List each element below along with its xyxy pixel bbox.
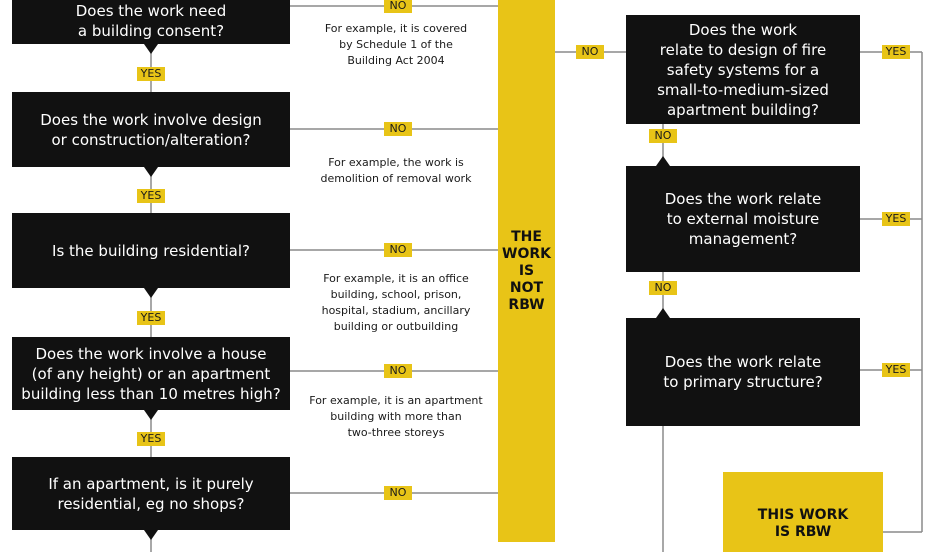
question-residential: Is the building residential? bbox=[12, 213, 290, 288]
question-building-consent: Does the work need a building consent? bbox=[12, 0, 290, 44]
yes-label: YES bbox=[137, 67, 165, 81]
no-label: NO bbox=[384, 122, 412, 136]
note-apartment-storeys: For example, it is an apartment building… bbox=[309, 394, 483, 439]
arrow-up-icon bbox=[656, 308, 670, 318]
arrow-up-icon bbox=[656, 156, 670, 166]
no-label: NO bbox=[649, 129, 677, 143]
question-design-construction: Does the work involve design or construc… bbox=[12, 92, 290, 167]
note-demolition: For example, the work is demolition of r… bbox=[320, 156, 472, 185]
question-purely-residential: If an apartment, is it purely residentia… bbox=[12, 457, 290, 530]
arrow-down-icon bbox=[144, 410, 158, 420]
no-label: NO bbox=[576, 45, 604, 59]
note-schedule-1: For example, it is covered by Schedule 1… bbox=[324, 22, 468, 67]
arrow-down-icon bbox=[144, 44, 158, 54]
no-label: NO bbox=[384, 243, 412, 257]
yes-label: YES bbox=[882, 212, 910, 226]
no-label: NO bbox=[384, 486, 412, 500]
question-primary-structure: Does the work relate to primary structur… bbox=[626, 318, 860, 426]
outcome-is-rbw: THIS WORK IS RBW bbox=[723, 472, 883, 552]
no-label: NO bbox=[384, 0, 412, 13]
yes-label: YES bbox=[137, 189, 165, 203]
arrow-down-icon bbox=[144, 530, 158, 540]
yes-label: YES bbox=[882, 363, 910, 377]
arrow-down-icon bbox=[144, 167, 158, 177]
outcome-not-rbw: THE WORK IS NOT RBW bbox=[498, 0, 555, 542]
no-label: NO bbox=[649, 281, 677, 295]
yes-label: YES bbox=[137, 311, 165, 325]
note-non-residential: For example, it is an office building, s… bbox=[321, 272, 471, 333]
arrow-down-icon bbox=[144, 288, 158, 298]
no-label: NO bbox=[384, 364, 412, 378]
yes-label: YES bbox=[882, 45, 910, 59]
question-fire-safety: Does the work relate to design of fire s… bbox=[626, 15, 860, 124]
question-house-or-apartment: Does the work involve a house (of any he… bbox=[12, 337, 290, 410]
yes-label: YES bbox=[137, 432, 165, 446]
question-external-moisture: Does the work relate to external moistur… bbox=[626, 166, 860, 272]
